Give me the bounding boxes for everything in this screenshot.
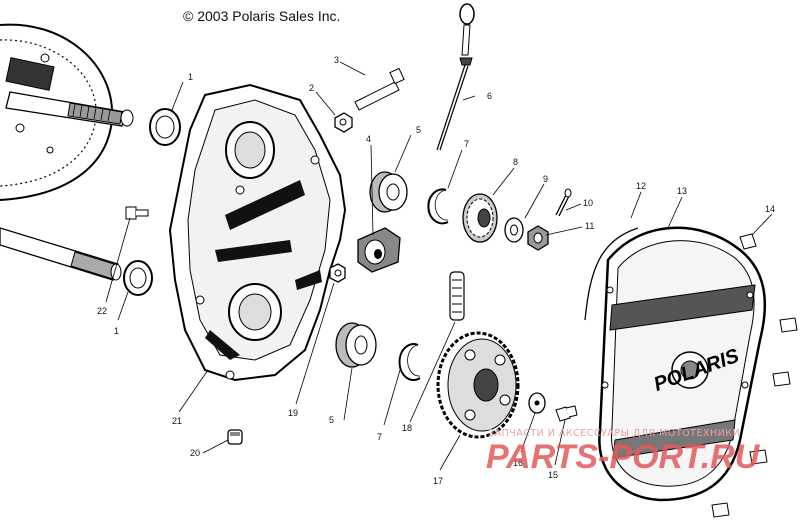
cotter-pin-10	[555, 188, 572, 217]
callout-11: 11	[585, 221, 594, 231]
gasket-12	[584, 227, 639, 321]
callout-12: 12	[636, 181, 646, 191]
tensioner-4	[357, 227, 401, 273]
chaincase-cover-13: POLARIS	[598, 226, 766, 502]
callout-4: 4	[366, 134, 371, 144]
bolt-15	[555, 405, 578, 422]
driven-shaft-lower	[0, 227, 122, 281]
callout-1-upper: 1	[188, 72, 193, 82]
callout-13: 13	[677, 186, 687, 196]
callout-15: 15	[548, 470, 558, 480]
nut-19	[329, 263, 346, 283]
callout-1-lower: 1	[114, 326, 119, 336]
callout-21: 21	[172, 416, 182, 426]
bolt-22	[125, 206, 149, 220]
plug-20	[227, 429, 243, 445]
seal-upper	[149, 108, 181, 146]
snap-ring-7-lower	[398, 343, 421, 381]
chaincase-housing	[168, 83, 347, 382]
washer-16	[528, 392, 546, 414]
castle-nut-11	[527, 225, 549, 251]
sprocket-17	[436, 331, 520, 439]
cover-bolts-14	[711, 233, 798, 518]
bearing-5-lower	[335, 322, 377, 368]
washer-9	[504, 217, 524, 243]
callout-5-upper: 5	[416, 125, 421, 135]
callout-7-lower: 7	[377, 432, 382, 442]
watermark-tagline: ЗАПЧАСТИ И АКСЕССУАРЫ ДЛЯ МОТОТЕХНИКИ	[488, 428, 740, 439]
callout-17: 17	[433, 476, 443, 486]
sprocket-8	[462, 193, 498, 243]
nut-2	[334, 112, 353, 133]
callout-8: 8	[513, 157, 518, 167]
callout-labels: 1 1 2 3 4 5 5 6 7 7 8 9 10 11 12 13 14 1…	[97, 55, 775, 486]
callout-16: 16	[513, 458, 523, 468]
callout-2: 2	[309, 83, 314, 93]
callout-14: 14	[765, 204, 775, 214]
callout-19: 19	[288, 408, 298, 418]
callout-3: 3	[334, 55, 339, 65]
bearing-5-upper	[369, 171, 408, 213]
drive-shaft-upper	[5, 57, 134, 127]
snap-ring-7-upper	[427, 188, 449, 225]
watermark-logo: PARTS-PORT.RU	[486, 438, 761, 476]
dipstick-6	[436, 3, 475, 151]
callout-9: 9	[543, 174, 548, 184]
seal-lower	[123, 260, 153, 296]
chain-18	[449, 271, 465, 321]
bolt-3	[354, 67, 405, 111]
callout-10: 10	[583, 198, 593, 208]
callout-18: 18	[402, 423, 412, 433]
callout-22: 22	[97, 306, 107, 316]
callout-6: 6	[487, 91, 492, 101]
callout-5-lower: 5	[329, 415, 334, 425]
watermark: ЗАПЧАСТИ И АКСЕССУАРЫ ДЛЯ МОТОТЕХНИКИ PA…	[486, 428, 761, 476]
callout-20: 20	[190, 448, 200, 458]
callout-7-upper: 7	[464, 139, 469, 149]
leader-lines	[105, 61, 773, 471]
copyright-text: © 2003 Polaris Sales Inc.	[183, 8, 341, 24]
